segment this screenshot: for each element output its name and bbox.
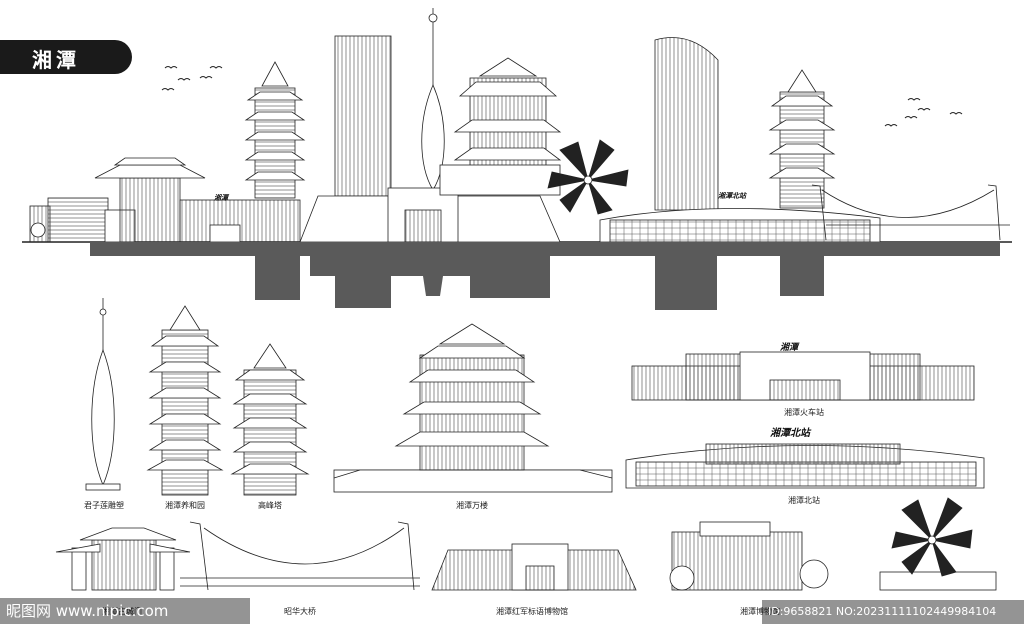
caption-train-station: 湘潭火车站 — [784, 408, 824, 417]
skyline-pagoda-left — [244, 61, 306, 199]
north-station-sign: 湘潭北站 — [770, 427, 812, 439]
caption-yanghe: 湘潭养和园 — [165, 501, 205, 510]
landmark-yanghe-pagoda — [146, 305, 224, 496]
caption-wanlou: 湘潭万楼 — [456, 501, 488, 510]
skyline-windmill — [547, 139, 629, 215]
skyline-small-sign: 湘潭 — [214, 193, 230, 202]
landmark-lotus-sculpture — [85, 298, 121, 491]
landmark-windmill — [879, 497, 997, 591]
title-badge: 湘潭 — [0, 40, 132, 74]
caption-bridge: 昭华大桥 — [284, 607, 316, 616]
page-title: 湘潭 — [32, 48, 80, 72]
landmark-gaofeng-pagoda — [230, 343, 310, 496]
landmark-ancient-gate — [55, 527, 191, 591]
caption-gaofeng: 高峰塔 — [258, 501, 282, 510]
skyline-lotus-tower — [421, 8, 445, 191]
birds-left — [161, 66, 223, 91]
landmark-train-station — [631, 351, 975, 401]
landmark-wanlou — [333, 323, 613, 493]
caption-ancient-gate: 湘潭古城门 — [102, 607, 142, 616]
birds-right — [884, 98, 963, 127]
skyline — [22, 8, 1012, 243]
watermark-right: ID:9658821 NO:20231111102449984104 — [762, 600, 1024, 624]
skyline-wanlou — [439, 57, 562, 196]
skyline-pagoda-right — [768, 69, 836, 209]
landmark-bridge — [180, 521, 420, 591]
landmark-museum — [431, 543, 637, 591]
skyline-bridge — [811, 184, 1010, 241]
landmark-north-station — [625, 443, 985, 489]
skyline-north-sign: 湘潭北站 — [718, 191, 748, 200]
watermark-left: 昵图网 www.nipic.com — [0, 598, 250, 624]
train-station-sign: 湘潭 — [780, 342, 800, 353]
caption-city-museum: 湘潭博物馆 — [740, 607, 780, 616]
skyline-reflection — [90, 242, 1000, 310]
landmark-city-museum — [669, 521, 829, 591]
caption-museum: 湘潭红军标语博物馆 — [496, 607, 568, 616]
caption-lotus: 君子莲雕塑 — [84, 501, 124, 510]
caption-north-station: 湘潭北站 — [788, 496, 820, 505]
